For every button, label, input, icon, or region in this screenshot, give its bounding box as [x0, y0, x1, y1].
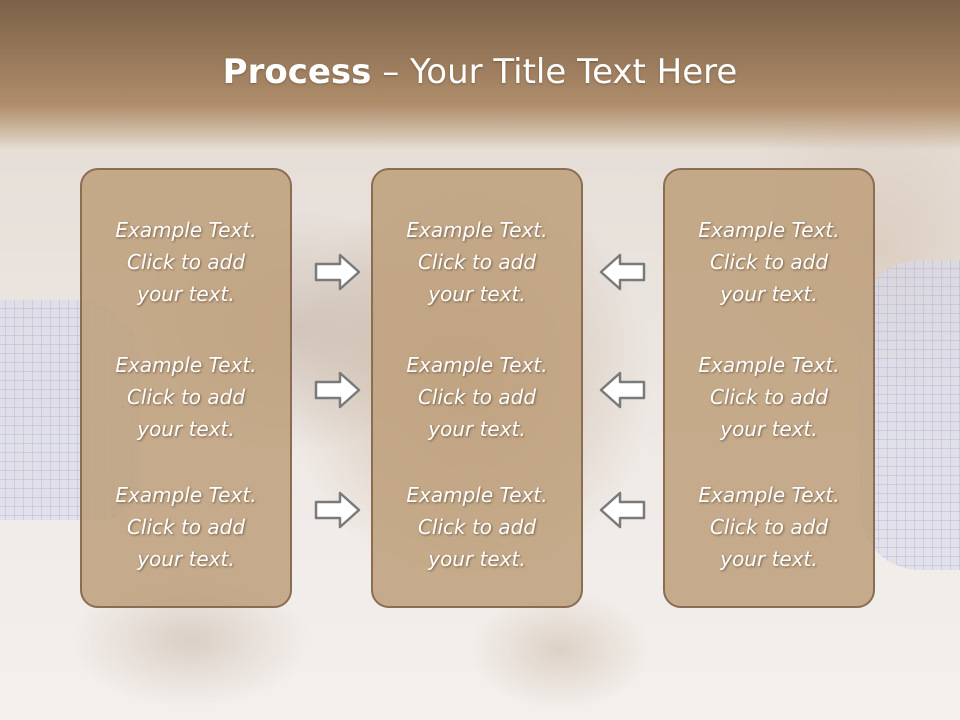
text-line: Click to add — [709, 515, 829, 539]
process-box-center: Example Text. Click to add your text. Ex… — [371, 168, 583, 608]
title-bold: Process — [222, 52, 372, 92]
text-line: your text. — [720, 282, 818, 306]
right-arrow-icon[interactable] — [313, 490, 363, 530]
text-line: Click to add — [126, 250, 246, 274]
text-line: Click to add — [709, 385, 829, 409]
left-arrow-icon[interactable] — [597, 370, 647, 410]
slide-title[interactable]: Process – Your Title Text Here — [0, 52, 960, 92]
text-placeholder[interactable]: Example Text. Click to add your text. — [665, 214, 873, 310]
checkered-pillow-right — [860, 260, 960, 570]
text-placeholder[interactable]: Example Text. Click to add your text. — [82, 349, 290, 445]
title-banner — [0, 0, 960, 150]
text-line: Click to add — [126, 385, 246, 409]
text-line: Example Text. — [406, 353, 548, 377]
text-line: your text. — [137, 282, 235, 306]
left-arrow-icon[interactable] — [597, 252, 647, 292]
text-line: Example Text. — [698, 353, 840, 377]
process-box-left: Example Text. Click to add your text. Ex… — [80, 168, 292, 608]
title-separator: – — [371, 52, 411, 92]
text-line: your text. — [720, 417, 818, 441]
text-placeholder[interactable]: Example Text. Click to add your text. — [665, 349, 873, 445]
text-line: your text. — [720, 547, 818, 571]
text-line: your text. — [428, 547, 526, 571]
text-line: Example Text. — [698, 483, 840, 507]
text-line: Example Text. — [115, 353, 257, 377]
text-line: your text. — [137, 417, 235, 441]
text-placeholder[interactable]: Example Text. Click to add your text. — [665, 479, 873, 575]
text-line: your text. — [137, 547, 235, 571]
title-rest: Your Title Text Here — [410, 52, 738, 92]
text-line: Example Text. — [698, 218, 840, 242]
text-line: Example Text. — [115, 483, 257, 507]
right-arrow-icon[interactable] — [313, 252, 363, 292]
text-placeholder[interactable]: Example Text. Click to add your text. — [373, 214, 581, 310]
text-line: Click to add — [417, 385, 537, 409]
text-line: Example Text. — [115, 218, 257, 242]
text-line: Click to add — [126, 515, 246, 539]
text-line: your text. — [428, 282, 526, 306]
text-placeholder[interactable]: Example Text. Click to add your text. — [82, 479, 290, 575]
text-line: Example Text. — [406, 218, 548, 242]
text-line: your text. — [428, 417, 526, 441]
text-line: Click to add — [417, 515, 537, 539]
text-line: Click to add — [417, 250, 537, 274]
text-placeholder[interactable]: Example Text. Click to add your text. — [373, 479, 581, 575]
text-line: Click to add — [709, 250, 829, 274]
left-arrow-icon[interactable] — [597, 490, 647, 530]
process-box-right: Example Text. Click to add your text. Ex… — [663, 168, 875, 608]
text-placeholder[interactable]: Example Text. Click to add your text. — [82, 214, 290, 310]
text-line: Example Text. — [406, 483, 548, 507]
right-arrow-icon[interactable] — [313, 370, 363, 410]
text-placeholder[interactable]: Example Text. Click to add your text. — [373, 349, 581, 445]
